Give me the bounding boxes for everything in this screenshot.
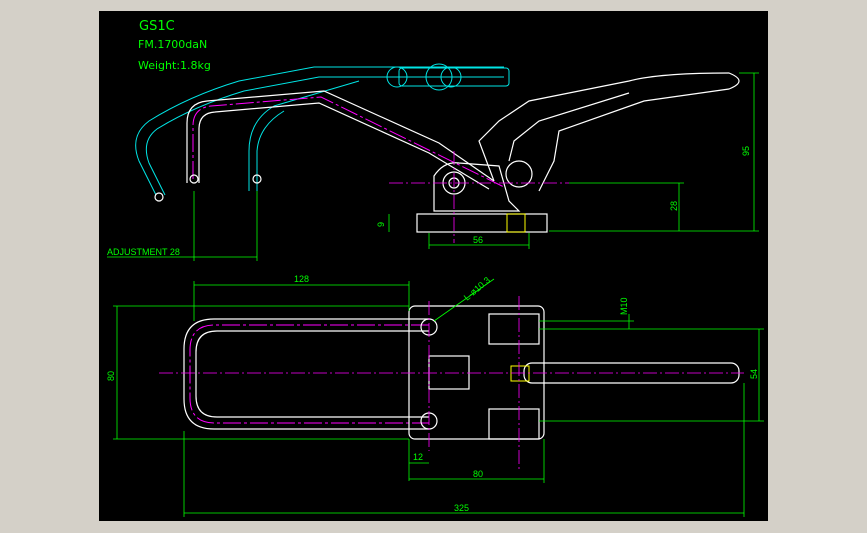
u-hook-centerline xyxy=(189,324,429,424)
top-spindle-block-2 xyxy=(488,408,540,440)
hook-short xyxy=(256,110,285,191)
top-handle-slot xyxy=(510,365,530,382)
side-view: 95 28 9 56 ADJUSTMENT 28 xyxy=(107,63,759,261)
dim-9: 9 xyxy=(376,222,386,227)
top-pivot-block xyxy=(428,355,470,390)
dim-128: 128 xyxy=(294,274,309,284)
cad-viewport[interactable]: GS1C FM.1700daN Weight:1.8kg xyxy=(99,11,768,521)
base-plate-slot xyxy=(506,213,526,233)
hook-tip-mark-1 xyxy=(154,192,164,202)
hook-tip-mark-3 xyxy=(252,174,262,184)
model-title: GS1C xyxy=(139,19,175,34)
spindle-rod xyxy=(398,67,510,87)
hook-main-inner xyxy=(198,102,490,190)
dim-m10: M10 xyxy=(619,297,629,315)
hook-mid xyxy=(248,80,360,191)
base-plate xyxy=(416,213,548,233)
dim-56: 56 xyxy=(473,235,483,245)
hook-tip-mark-2 xyxy=(189,174,199,184)
weight-label: Weight:1.8kg xyxy=(138,59,211,72)
top-base-plate xyxy=(408,305,545,440)
handle-outline xyxy=(478,72,740,192)
spindle-ball xyxy=(425,63,453,91)
dim-hole: L-ø10.3 xyxy=(462,275,492,303)
force-label: FM.1700daN xyxy=(138,38,207,51)
handle-inner xyxy=(508,92,630,162)
dim-hole-leader xyxy=(433,278,495,322)
hook-centerline xyxy=(192,96,505,188)
top-spindle-block-1 xyxy=(488,313,540,345)
dim-325: 325 xyxy=(454,503,469,513)
cad-drawing-area[interactable]: GS1C FM.1700daN Weight:1.8kg xyxy=(99,11,768,521)
dim-80-side: 80 xyxy=(106,371,116,381)
hook-outline-outer xyxy=(135,66,504,196)
base-body xyxy=(433,162,521,212)
spindle-nut-1 xyxy=(386,66,408,88)
hook-outline-inner xyxy=(145,76,504,196)
dim-28: 28 xyxy=(669,201,679,211)
top-view: 128 L-ø10.3 M10 80 54 12 80 325 xyxy=(106,274,764,517)
dim-80-base: 80 xyxy=(473,469,483,479)
u-hook-outer xyxy=(183,318,429,430)
u-hook-inner xyxy=(195,330,429,418)
dim-12: 12 xyxy=(413,452,423,462)
hook-main-outer xyxy=(186,90,495,183)
dim-54: 54 xyxy=(749,369,759,379)
dim-95: 95 xyxy=(741,146,751,156)
dim-adjustment: ADJUSTMENT 28 xyxy=(107,247,180,257)
handle-pivot xyxy=(505,160,533,188)
spindle-nut-2 xyxy=(440,66,462,88)
